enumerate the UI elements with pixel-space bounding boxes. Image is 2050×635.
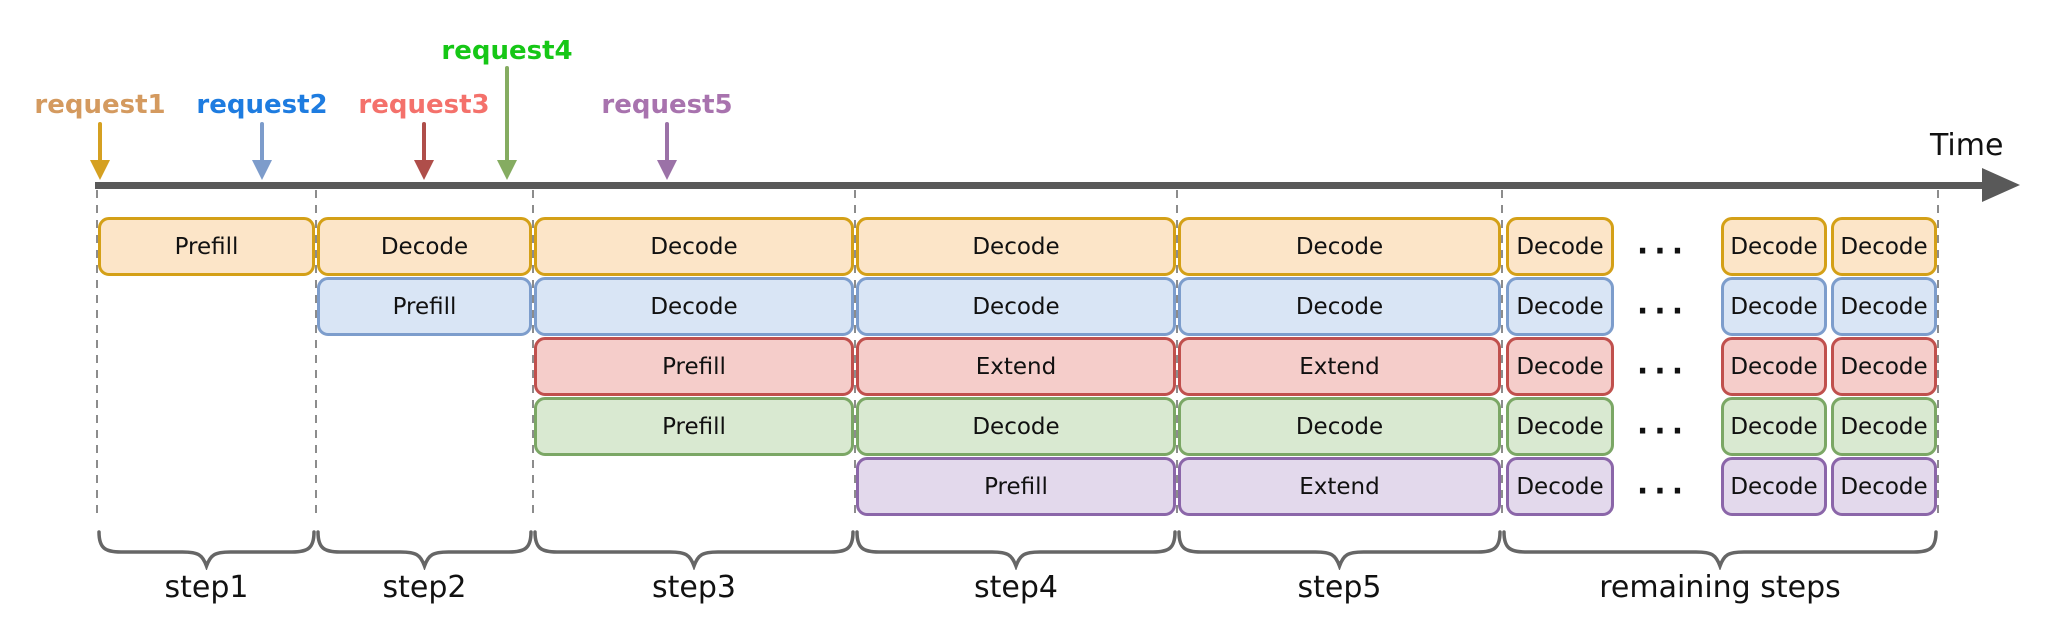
schedule-box-request1-col3: Decode: [856, 217, 1176, 276]
ellipsis-request5: ...: [1636, 466, 1690, 502]
step-boundary-line: [532, 190, 534, 518]
schedule-box-request2-col4: Decode: [1178, 277, 1501, 336]
step-label-4: step4: [974, 570, 1058, 605]
step-brace-4: [855, 530, 1177, 570]
request-arrow-head-icon-3: [414, 160, 434, 180]
ellipsis-request3: ...: [1636, 346, 1690, 382]
schedule-box-request5-col3: Prefill: [856, 457, 1176, 516]
step-boundary-line: [1176, 190, 1178, 518]
schedule-box-request2-col6: Decode: [1721, 277, 1827, 336]
schedule-box-request1-col1: Decode: [317, 217, 532, 276]
request-arrow-stem-5: [665, 122, 669, 162]
request-arrow-stem-1: [98, 122, 102, 162]
schedule-box-request2-col5: Decode: [1506, 277, 1614, 336]
step-label-1: step1: [164, 570, 249, 605]
schedule-box-request4-col5: Decode: [1506, 397, 1614, 456]
schedule-box-request1-col4: Decode: [1178, 217, 1501, 276]
ellipsis-request1: ...: [1636, 226, 1690, 262]
schedule-box-request4-col4: Decode: [1178, 397, 1501, 456]
schedule-box-request1-col0: Prefill: [98, 217, 315, 276]
schedule-box-request2-col7: Decode: [1831, 277, 1937, 336]
step-brace-1: [97, 530, 316, 570]
schedule-box-request4-col3: Decode: [856, 397, 1176, 456]
request-arrow-head-icon-4: [497, 160, 517, 180]
schedule-box-request2-col1: Prefill: [317, 277, 532, 336]
schedule-box-request1-col7: Decode: [1831, 217, 1937, 276]
schedule-box-request5-col4: Extend: [1178, 457, 1501, 516]
step-brace-3: [533, 530, 855, 570]
ellipsis-request4: ...: [1636, 406, 1690, 442]
ellipsis-request2: ...: [1636, 286, 1690, 322]
request-label-3: request3: [358, 90, 490, 120]
request-label-5: request5: [601, 90, 733, 120]
schedule-box-request1-col6: Decode: [1721, 217, 1827, 276]
step-brace-2: [316, 530, 533, 570]
schedule-box-request3-col3: Extend: [856, 337, 1176, 396]
time-axis-arrowhead-icon: [1982, 168, 2020, 202]
schedule-box-request2-col3: Decode: [856, 277, 1176, 336]
schedule-box-request3-col2: Prefill: [534, 337, 854, 396]
schedule-box-request2-col2: Decode: [534, 277, 854, 336]
schedule-box-request1-col2: Decode: [534, 217, 854, 276]
request-arrow-stem-4: [505, 66, 509, 162]
step-label-5: step5: [1297, 570, 1382, 605]
time-axis: [95, 182, 1990, 189]
step-label-2: step2: [382, 570, 467, 605]
schedule-box-request5-col6: Decode: [1721, 457, 1827, 516]
request-arrow-head-icon-1: [90, 160, 110, 180]
step-boundary-line: [854, 190, 856, 518]
step-label-3: step3: [652, 570, 736, 605]
request-arrow-stem-3: [422, 122, 426, 162]
schedule-box-request4-col7: Decode: [1831, 397, 1937, 456]
step-brace-6: [1502, 530, 1938, 570]
schedule-box-request5-col5: Decode: [1506, 457, 1614, 516]
schedule-box-request3-col7: Decode: [1831, 337, 1937, 396]
schedule-box-request4-col6: Decode: [1721, 397, 1827, 456]
step-boundary-line: [1501, 190, 1503, 518]
schedule-box-request3-col5: Decode: [1506, 337, 1614, 396]
request-arrow-head-icon-2: [252, 160, 272, 180]
schedule-box-request3-col4: Extend: [1178, 337, 1501, 396]
step-boundary-line: [315, 190, 317, 518]
schedule-box-request5-col7: Decode: [1831, 457, 1937, 516]
step-label-6: remaining steps: [1599, 570, 1841, 605]
request-arrow-head-icon-5: [657, 160, 677, 180]
request-label-1: request1: [34, 90, 166, 120]
time-axis-label: Time: [1930, 128, 2004, 163]
schedule-box-request3-col6: Decode: [1721, 337, 1827, 396]
request-label-4: request4: [441, 36, 573, 66]
step-brace-5: [1177, 530, 1502, 570]
request-label-2: request2: [196, 90, 328, 120]
step-boundary-line: [1937, 190, 1939, 518]
step-boundary-line: [96, 190, 98, 518]
schedule-box-request4-col2: Prefill: [534, 397, 854, 456]
schedule-box-request1-col5: Decode: [1506, 217, 1614, 276]
request-arrow-stem-2: [260, 122, 264, 162]
